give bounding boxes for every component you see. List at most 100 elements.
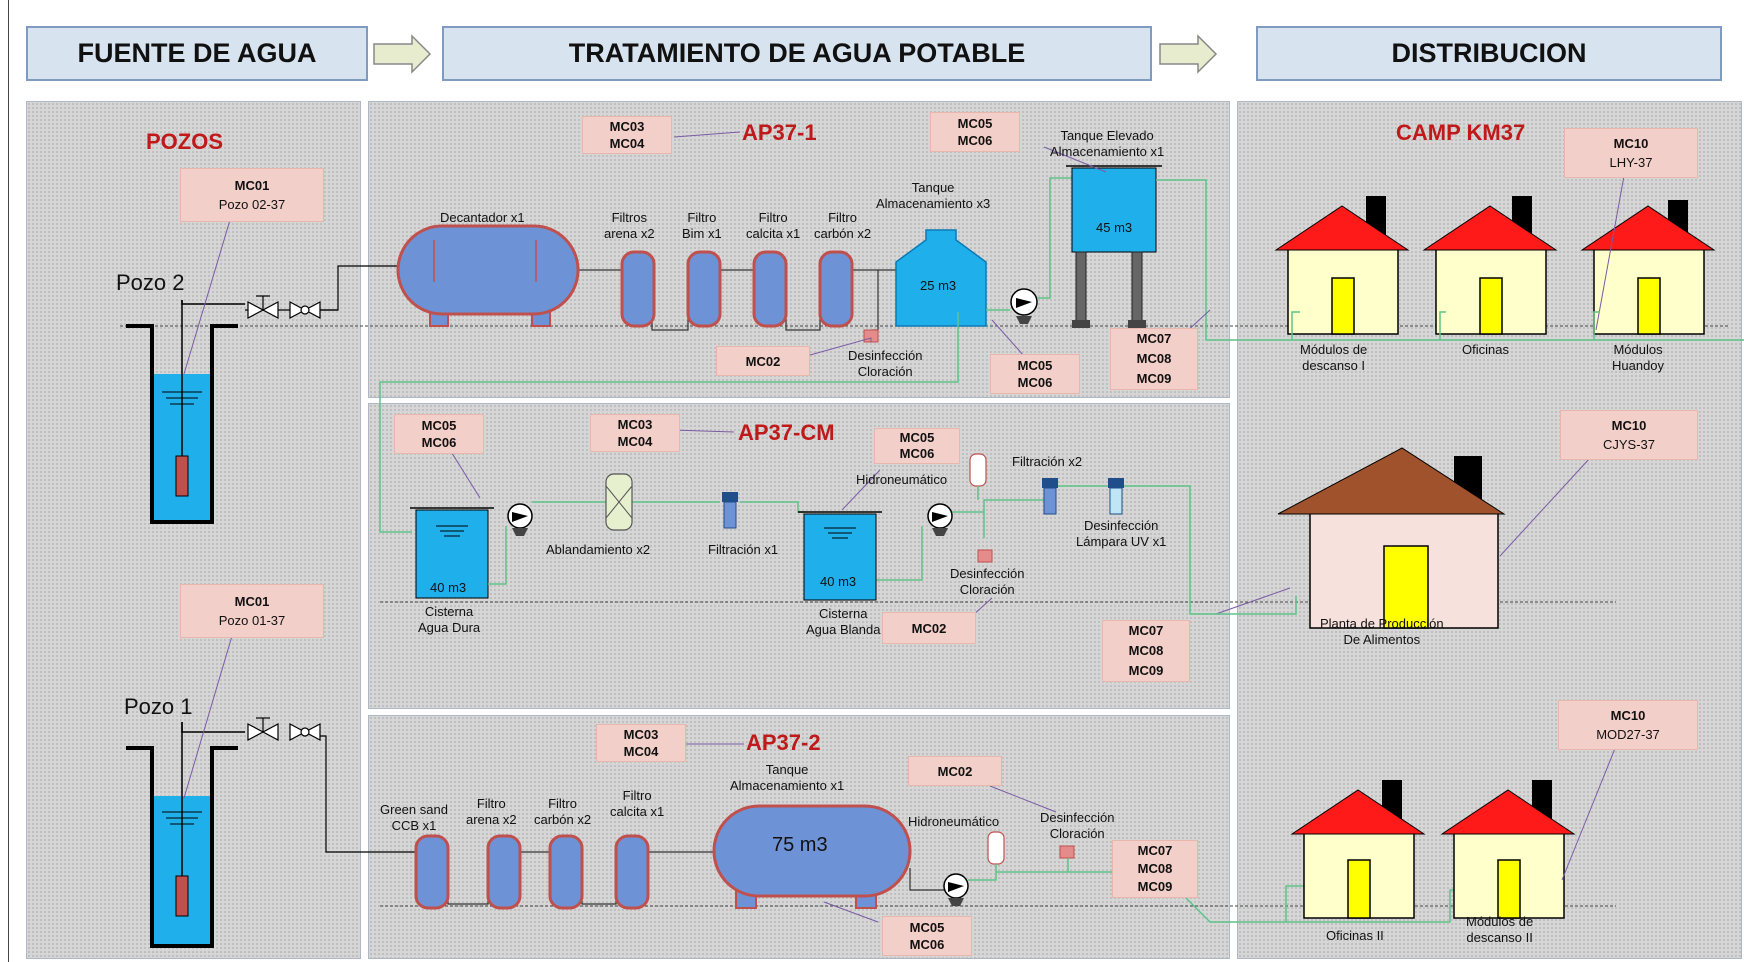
ap1-tanque-label: Tanque Almacenamiento x3 [876,180,990,212]
ap2-out-tag: MC07 MC08 MC09 [1112,840,1198,898]
modulos-descanso-1-label: Módulos de descanso I [1300,342,1367,374]
ap1-elevado-label: Tanque Elevado Almacenamiento x1 [1050,128,1164,160]
ap1-tanque-vol: 25 m3 [920,278,957,293]
ap1-tanque-25 [895,229,987,327]
pozo-2-tag: MC01 Pozo 02-37 [180,168,324,222]
ap1-mc03: MC03 [609,119,645,134]
ap1-filtros-arena-label: Filtros arena x2 [604,210,655,242]
apcm-filtracion2-label: Filtración x2 [1012,454,1083,469]
cjys-tag: MC10 CJYS-37 [1560,410,1698,460]
apcm-desinf-2: Cloración [959,582,1015,597]
ap2-arena-label: Filtro arena x2 [466,796,517,828]
apcm-filtracion-2 [1042,478,1058,515]
apcm-cisterna-mc05: MC05 [421,418,457,433]
ap2-tanque-2: Almacenamiento x1 [730,778,845,793]
apcm-cisterna-dura [410,507,494,599]
ap2-desinf-2: Cloración [1049,826,1105,841]
apcm-out-mc08: MC08 [1128,643,1164,658]
apcm-hidro-mc06: MC06 [899,446,935,461]
ap1-elevado-vol: 45 m3 [1096,220,1133,235]
ap1-filters [620,250,854,328]
cjys-name: CJYS-37 [1602,437,1656,452]
ap2-out-mc07: MC07 [1137,843,1173,858]
pozo-2-tag-code: MC01 [234,178,270,193]
apcm-cisterna-tag: MC05 MC06 [394,414,484,454]
apcm-pump-2 [927,503,953,536]
ap2-cloration-box [1059,845,1075,859]
ap1-filtro-bim-2: Bim x1 [682,226,722,241]
header-fuente-de-agua: FUENTE DE AGUA [26,26,368,81]
apcm-mc02-tag: MC02 [882,612,976,644]
ap2-arena-1: Filtro [476,796,506,811]
header-tratamiento: TRATAMIENTO DE AGUA POTABLE [442,26,1152,81]
ap1-out-mc07: MC07 [1136,331,1172,346]
huandoy-2: Huandoy [1612,358,1665,373]
modulos-descanso-2-label: Módulos de descanso II [1466,914,1533,946]
ap1-desinf-2: Cloración [857,364,913,379]
apcm-filtracion-1 [722,492,738,529]
apcm-dura-label: Cisterna Agua Dura [418,604,480,636]
apcm-pipes [488,485,1297,615]
apcm-cisterna-blanda [798,511,882,601]
ap2-tanque-vol: 75 m3 [772,834,828,856]
camp-km37-title: CAMP KM37 [1396,120,1526,145]
ap2-greensand-label: Green sand CCB x1 [380,802,448,834]
apcm-cloration-box [977,549,993,563]
cjys-code: MC10 [1611,418,1647,433]
ap1-mc03-mc04-tag: MC03 MC04 [582,116,672,154]
ap2-bottom-mc05: MC05 [909,920,945,935]
apcm-title: AP37-CM [738,420,835,445]
mod27-name: MOD27-37 [1596,727,1660,742]
ap1-out-mc09: MC09 [1136,371,1172,386]
ap1-elevado-mc05: MC05 [957,116,993,131]
mod27-tag: MC10 MOD27-37 [1558,700,1698,750]
ap2-arena-2: arena x2 [466,812,517,827]
ap1-mc04: MC04 [609,136,645,151]
apcm-blanda-vol: 40 m3 [820,574,857,589]
ap1-tanque-elevado [1066,165,1162,328]
ap1-pump [986,177,1072,324]
ap1-elevado-1: Tanque Elevado [1060,128,1154,143]
ap2-title: AP37-2 [746,730,821,755]
ap1-out-mc08: MC08 [1136,351,1172,366]
dist-leader-lines [183,175,1625,881]
apcm-pump-1 [507,503,533,536]
house-planta-produccion [1277,447,1506,629]
ap1-filtro-calcita-label: Filtro calcita x1 [746,210,800,242]
ap1-filtro-bim-label: Filtro Bim x1 [682,210,722,242]
ap1-elevado-tag: MC05 MC06 [930,112,1020,152]
ap1-title: AP37-1 [742,120,817,145]
apcm-hidro-tag: MC05 MC06 [874,428,960,464]
apcm-filtracion1-label: Filtración x1 [708,542,779,557]
lhy-name: LHY-37 [1609,155,1653,170]
oficinas-label: Oficinas [1462,342,1509,357]
left-frame-line [8,0,9,962]
apcm-cisterna-mc06: MC06 [421,435,457,450]
planta-1: Planta de Producción [1320,616,1444,631]
planta-2: De Alimentos [1343,632,1421,647]
ap1-filtro-carbon-1: Filtro [828,210,857,225]
ap1-bottom-mc06: MC06 [1017,375,1053,390]
house-modulos-huandoy [1580,200,1716,335]
ap2-mc02-tag: MC02 [908,756,1002,786]
pozo-2-well [126,300,245,524]
ap2-tanque-label: Tanque Almacenamiento x1 [730,762,844,794]
header-arrow-1 [372,34,434,79]
ap1-tanque-1: Tanque [911,180,955,195]
panel-ap37-cm [368,403,1230,709]
lhy-code: MC10 [1613,136,1649,151]
ap2-calcita-label: Filtro calcita x1 [610,788,664,820]
pozo-1-label: Pozo 1 [124,694,193,719]
modulos1-2: descanso I [1302,358,1366,373]
apcm-blanda-label: Cisterna Agua Blanda [806,606,880,638]
ap2-calcita-2: calcita x1 [610,804,665,819]
pozo-1-tag: MC01 Pozo 01-37 [180,584,324,638]
modulos2-1: Módulos de [1466,914,1534,929]
ap2-bottom-mc06: MC06 [909,937,945,952]
huandoy-1: Módulos [1613,342,1663,357]
pozo-1-tag-name: Pozo 01-37 [218,613,286,628]
header-arrow-2 [1158,34,1220,79]
ap2-hidroneumatico-label: Hidroneumático [908,814,1000,829]
apcm-desinf-1: Desinfección [950,566,1025,581]
